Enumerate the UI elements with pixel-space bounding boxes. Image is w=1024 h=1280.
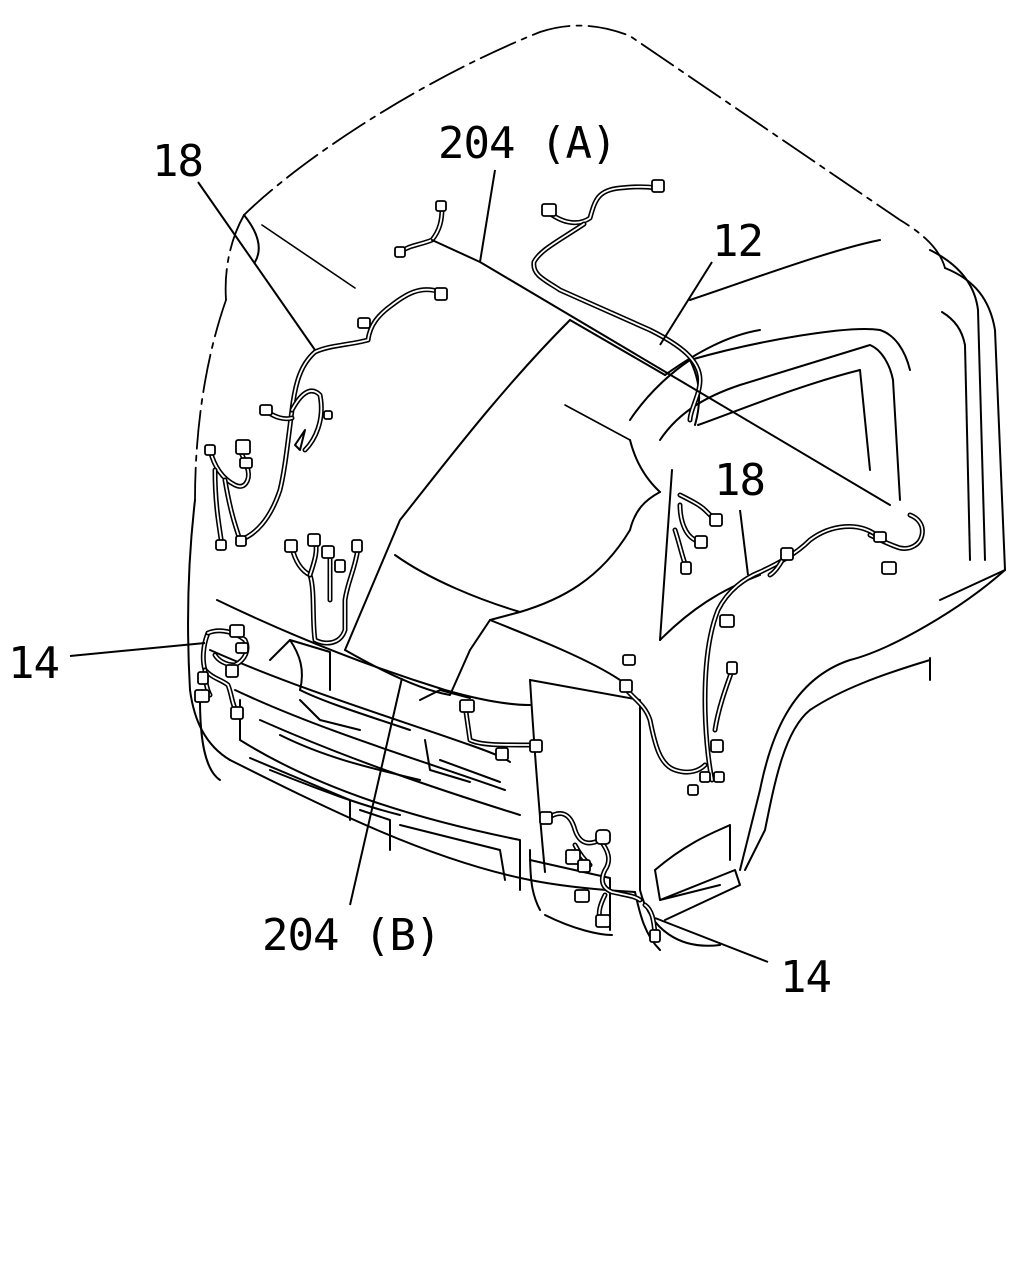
connector — [434, 287, 448, 301]
harness-roof-wires — [394, 179, 925, 551]
connector — [709, 513, 723, 527]
connector — [726, 661, 738, 675]
harness-right-lamp-14 — [539, 811, 661, 943]
connector — [323, 410, 333, 420]
wheel-arch — [654, 569, 1006, 921]
connector — [622, 654, 636, 666]
callout-204a: 204 (A) — [438, 118, 616, 169]
leader-12 — [659, 261, 713, 346]
connector — [197, 671, 209, 685]
connector — [204, 444, 216, 456]
callout-204b: 204 (B) — [262, 910, 440, 961]
connector — [719, 614, 735, 628]
connector — [595, 829, 611, 845]
connector — [699, 771, 711, 783]
connector — [394, 246, 406, 258]
harness-center — [284, 533, 543, 761]
leader-14-left — [69, 642, 206, 657]
connector — [229, 624, 245, 638]
connector — [619, 679, 633, 693]
cab-door — [629, 239, 1006, 681]
connector — [680, 561, 692, 575]
connector — [539, 811, 553, 825]
connector — [651, 179, 665, 193]
cab-front-shell — [186, 499, 721, 951]
leader-14-right — [654, 917, 769, 963]
connector — [215, 539, 227, 551]
connector — [230, 706, 244, 720]
connector — [529, 739, 543, 753]
connector — [873, 531, 887, 543]
leader-18-left — [197, 181, 316, 351]
connector — [713, 771, 725, 783]
connector — [235, 535, 247, 547]
connector — [194, 689, 210, 703]
connector — [710, 739, 724, 753]
connector — [235, 642, 249, 654]
callout-18-right: 18 — [714, 455, 765, 506]
connector — [495, 747, 509, 761]
callout-14-right: 14 — [780, 952, 831, 1003]
front-grille — [209, 639, 521, 816]
connector — [577, 859, 591, 873]
front-bumper — [199, 699, 613, 936]
windshield-panel — [344, 319, 666, 696]
connector — [694, 535, 708, 549]
connector — [307, 533, 321, 547]
connector — [351, 539, 363, 553]
callout-14-left: 14 — [8, 638, 59, 689]
callout-18-left: 18 — [152, 136, 203, 187]
connector — [284, 539, 298, 553]
leader-18-right — [739, 509, 749, 576]
connector — [259, 404, 273, 416]
connector — [239, 457, 253, 469]
connector — [574, 889, 590, 903]
connector — [321, 545, 335, 559]
connector — [687, 784, 699, 796]
connector — [780, 547, 794, 561]
connector — [357, 317, 371, 329]
connector — [565, 849, 581, 865]
leader-204b — [349, 677, 403, 906]
connector — [235, 439, 251, 455]
connector — [541, 203, 557, 217]
connector — [435, 200, 447, 212]
callout-12: 12 — [712, 216, 763, 267]
harness-left-18 — [204, 287, 448, 551]
leader-lines — [69, 169, 769, 963]
connector — [225, 664, 239, 678]
connector — [881, 561, 897, 575]
leader-204a — [479, 169, 496, 263]
connector — [459, 699, 475, 713]
harness-right-18 — [619, 492, 897, 796]
harness-left-lamp-14 — [194, 624, 250, 720]
connector — [649, 929, 661, 943]
cab-roof-outline — [194, 24, 946, 501]
callout-labels: 18 204 (A) 12 18 14 204 (B) 14 — [8, 118, 832, 1003]
connector — [334, 559, 346, 573]
connector — [595, 914, 611, 928]
